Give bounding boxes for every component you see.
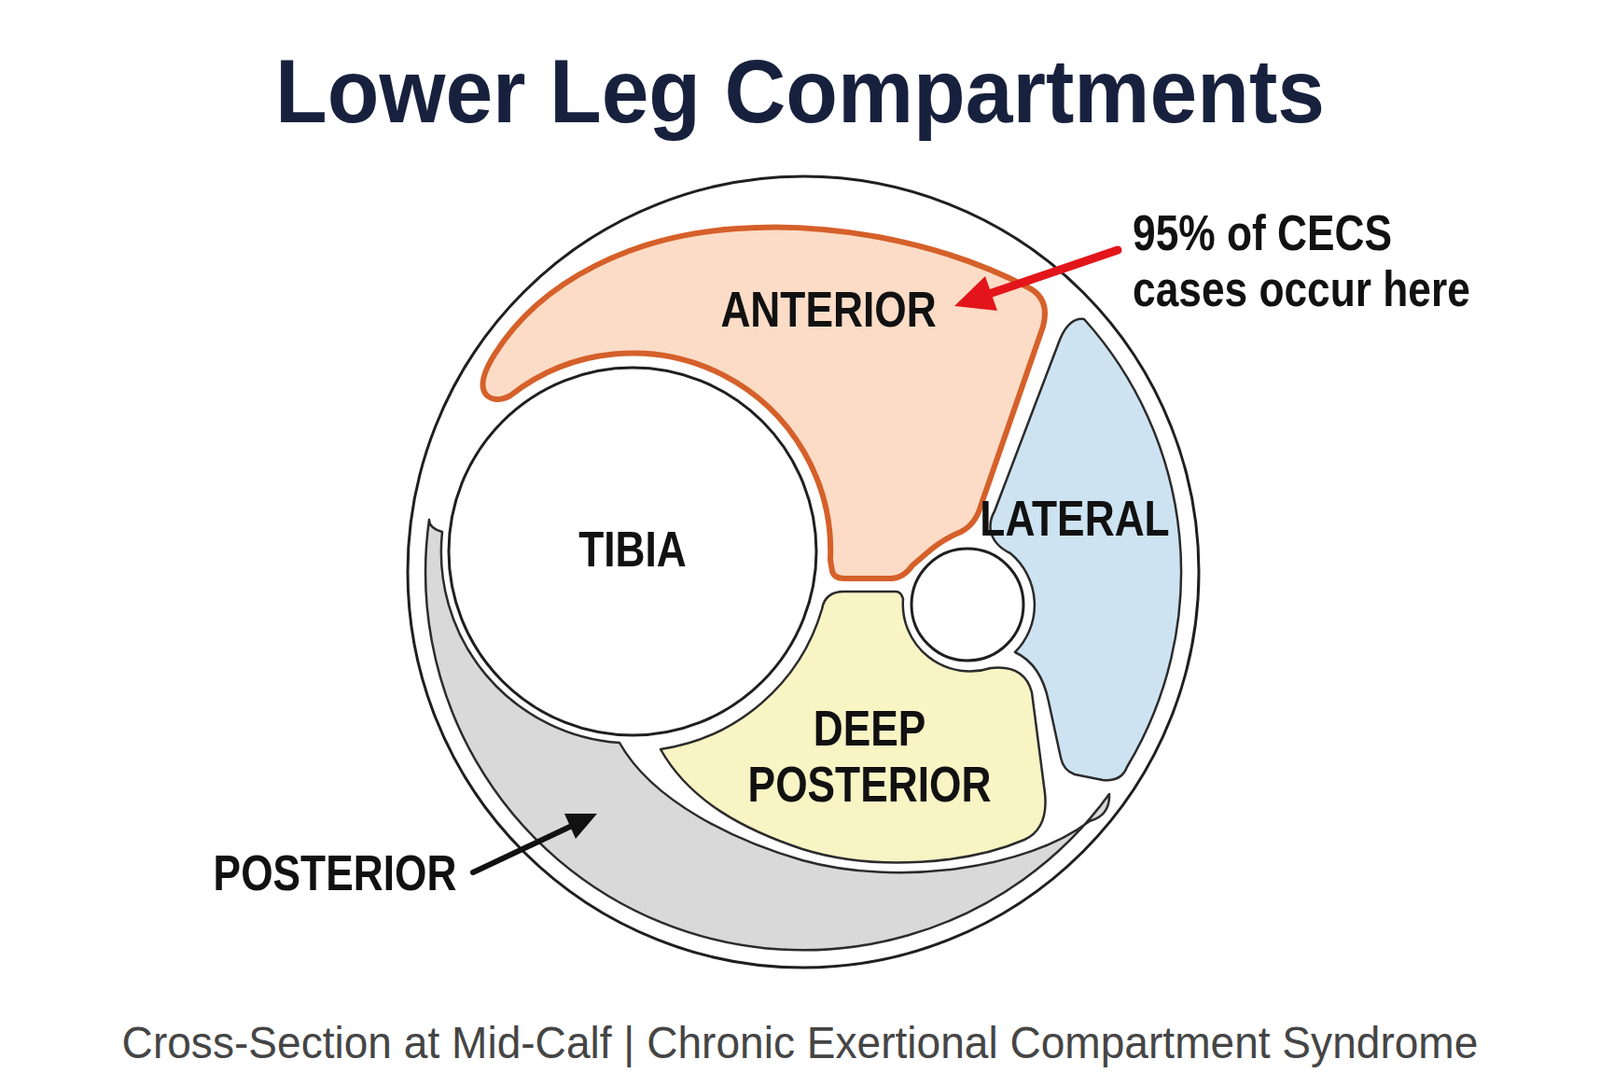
callout-note: 95% of CECS cases occur here [1132, 204, 1485, 317]
fibula-bone [911, 548, 1024, 661]
region-label: LATERAL [967, 489, 1183, 546]
region-shape [419, 508, 1120, 901]
region-label: POSTERIOR [208, 844, 462, 901]
region-outline [448, 367, 817, 736]
compartment-region: TIBIA [445, 364, 820, 738]
leader-arrow-head [564, 813, 598, 839]
region-outline [425, 519, 1110, 950]
leader-arrow-line [473, 826, 571, 873]
diagram-caption: Cross-Section at Mid-Calf | Chronic Exer… [31, 1015, 1568, 1072]
callout-arrow-head [954, 276, 998, 311]
diagram-title: Lower Leg Compartments [40, 40, 1560, 143]
region-label: DEEP POSTERIOR [739, 699, 1001, 812]
leg-boundary [407, 176, 1199, 968]
region-label: TIBIA [556, 520, 710, 577]
compartment-region: POSTERIOR [419, 508, 1120, 901]
callout-arrow-line [991, 250, 1118, 293]
region-label: ANTERIOR [713, 280, 944, 337]
region-outline [660, 591, 1046, 863]
